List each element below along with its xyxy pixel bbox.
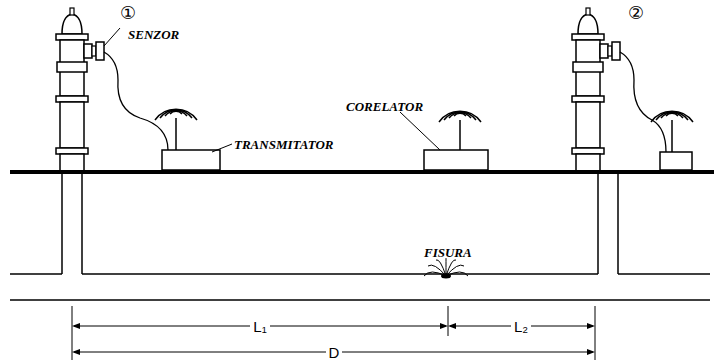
dimension-label: D [326,345,343,360]
part-label: TRANSMITATOR [234,138,333,151]
callout-number: ① [120,4,136,22]
dimension-label: L₁ [250,319,269,334]
part-label: CORELATOR [346,100,423,113]
callout-number: ② [628,4,644,22]
dimension-label: L₂ [511,319,531,334]
part-label: SENZOR [128,28,179,41]
part-label: FISURA [424,246,472,259]
